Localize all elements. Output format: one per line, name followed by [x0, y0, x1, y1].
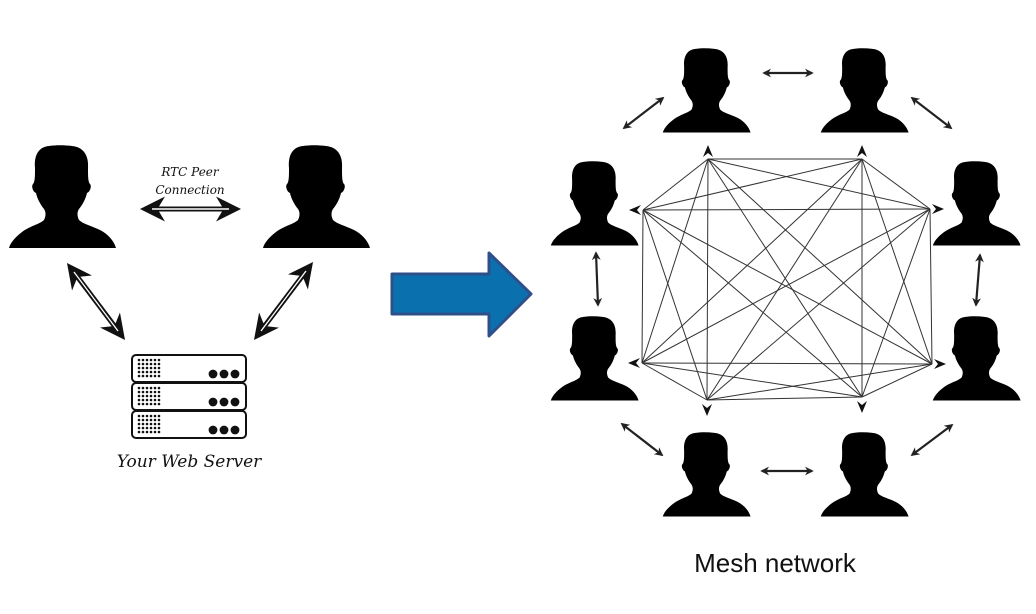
mesh-person-icon [932, 161, 1021, 246]
mesh-arrow-tip-icon [628, 358, 640, 368]
mesh-connection-line [706, 158, 709, 401]
mesh-connection-line [642, 158, 709, 211]
mesh-ring-arrow-icon [972, 253, 984, 307]
web-server-icon [131, 354, 247, 439]
mesh-connection-line [706, 158, 863, 401]
mesh-connection-line [641, 362, 708, 401]
mesh-person-icon [550, 316, 639, 401]
mesh-connection-line [641, 209, 644, 364]
mesh-arrow-tip-icon [703, 145, 713, 157]
mesh-connection-line [707, 158, 933, 365]
server-unit [131, 382, 247, 411]
mesh-connection-line [642, 209, 708, 401]
peer-a-server-arrow-icon [66, 263, 126, 340]
mesh-person-icon [932, 316, 1021, 401]
mesh-arrow-tip-icon [702, 404, 712, 416]
mesh-ring-arrows [591, 68, 984, 476]
mesh-arrow-tip-icon [934, 359, 946, 369]
peer-a-person-icon [9, 145, 116, 248]
mesh-arrow-tip-icon [932, 204, 944, 214]
peer-connection-label-line1: RTC Peer [160, 165, 220, 179]
mesh-connection-line [642, 158, 863, 211]
server-unit [131, 410, 247, 439]
transition-arrow-icon [390, 251, 533, 338]
mesh-ring-arrow-icon [910, 423, 954, 457]
web-server-label: Your Web Server [117, 452, 262, 472]
mesh-connection-line [861, 158, 931, 210]
peer-connection-label-line2: Connection [155, 183, 224, 197]
mesh-connection-line [861, 208, 931, 398]
mesh-arrow-tip-icon [857, 401, 867, 413]
mesh-ring-arrow-icon [910, 96, 953, 130]
mesh-connection-line [641, 362, 933, 365]
mesh-connection-line [861, 363, 933, 398]
mesh-person-icon [662, 48, 751, 133]
mesh-arrow-tip-icon [857, 145, 867, 157]
mesh-connection-line [929, 208, 933, 365]
mesh-person-icon [662, 432, 751, 517]
peer-b-server-arrow-icon [253, 262, 314, 340]
mesh-panel [550, 48, 1021, 517]
mesh-connection-lines [641, 158, 933, 401]
mesh-ring-arrow-icon [591, 251, 603, 307]
mesh-connection-line [641, 158, 709, 364]
mesh-connection-line [706, 396, 863, 401]
mesh-person-icon [550, 161, 639, 246]
mesh-connection-line [642, 209, 863, 398]
mesh-connection-line [642, 208, 931, 211]
mesh-connection-line [707, 158, 931, 210]
mesh-person-icon [820, 432, 909, 517]
mesh-network-title: Mesh network [694, 548, 856, 578]
mesh-ring-arrow-icon [622, 96, 665, 130]
mesh-connection-line [706, 363, 933, 401]
mesh-connection-line [861, 158, 933, 365]
mesh-person-icon [820, 48, 909, 133]
mesh-connection-line [642, 209, 933, 365]
mesh-arrow-tips [628, 145, 946, 416]
mesh-arrow-tip-icon [629, 205, 641, 215]
peer-b-person-icon [263, 145, 370, 248]
server-unit [131, 354, 247, 383]
mesh-people [550, 48, 1021, 517]
mesh-connection-line [641, 362, 863, 398]
mesh-ring-arrow-icon [620, 422, 664, 457]
mesh-connection-line [706, 208, 931, 401]
left-panel: RTC Peer Connection Your Web Server [9, 145, 370, 472]
mesh-connection-line [641, 158, 863, 364]
